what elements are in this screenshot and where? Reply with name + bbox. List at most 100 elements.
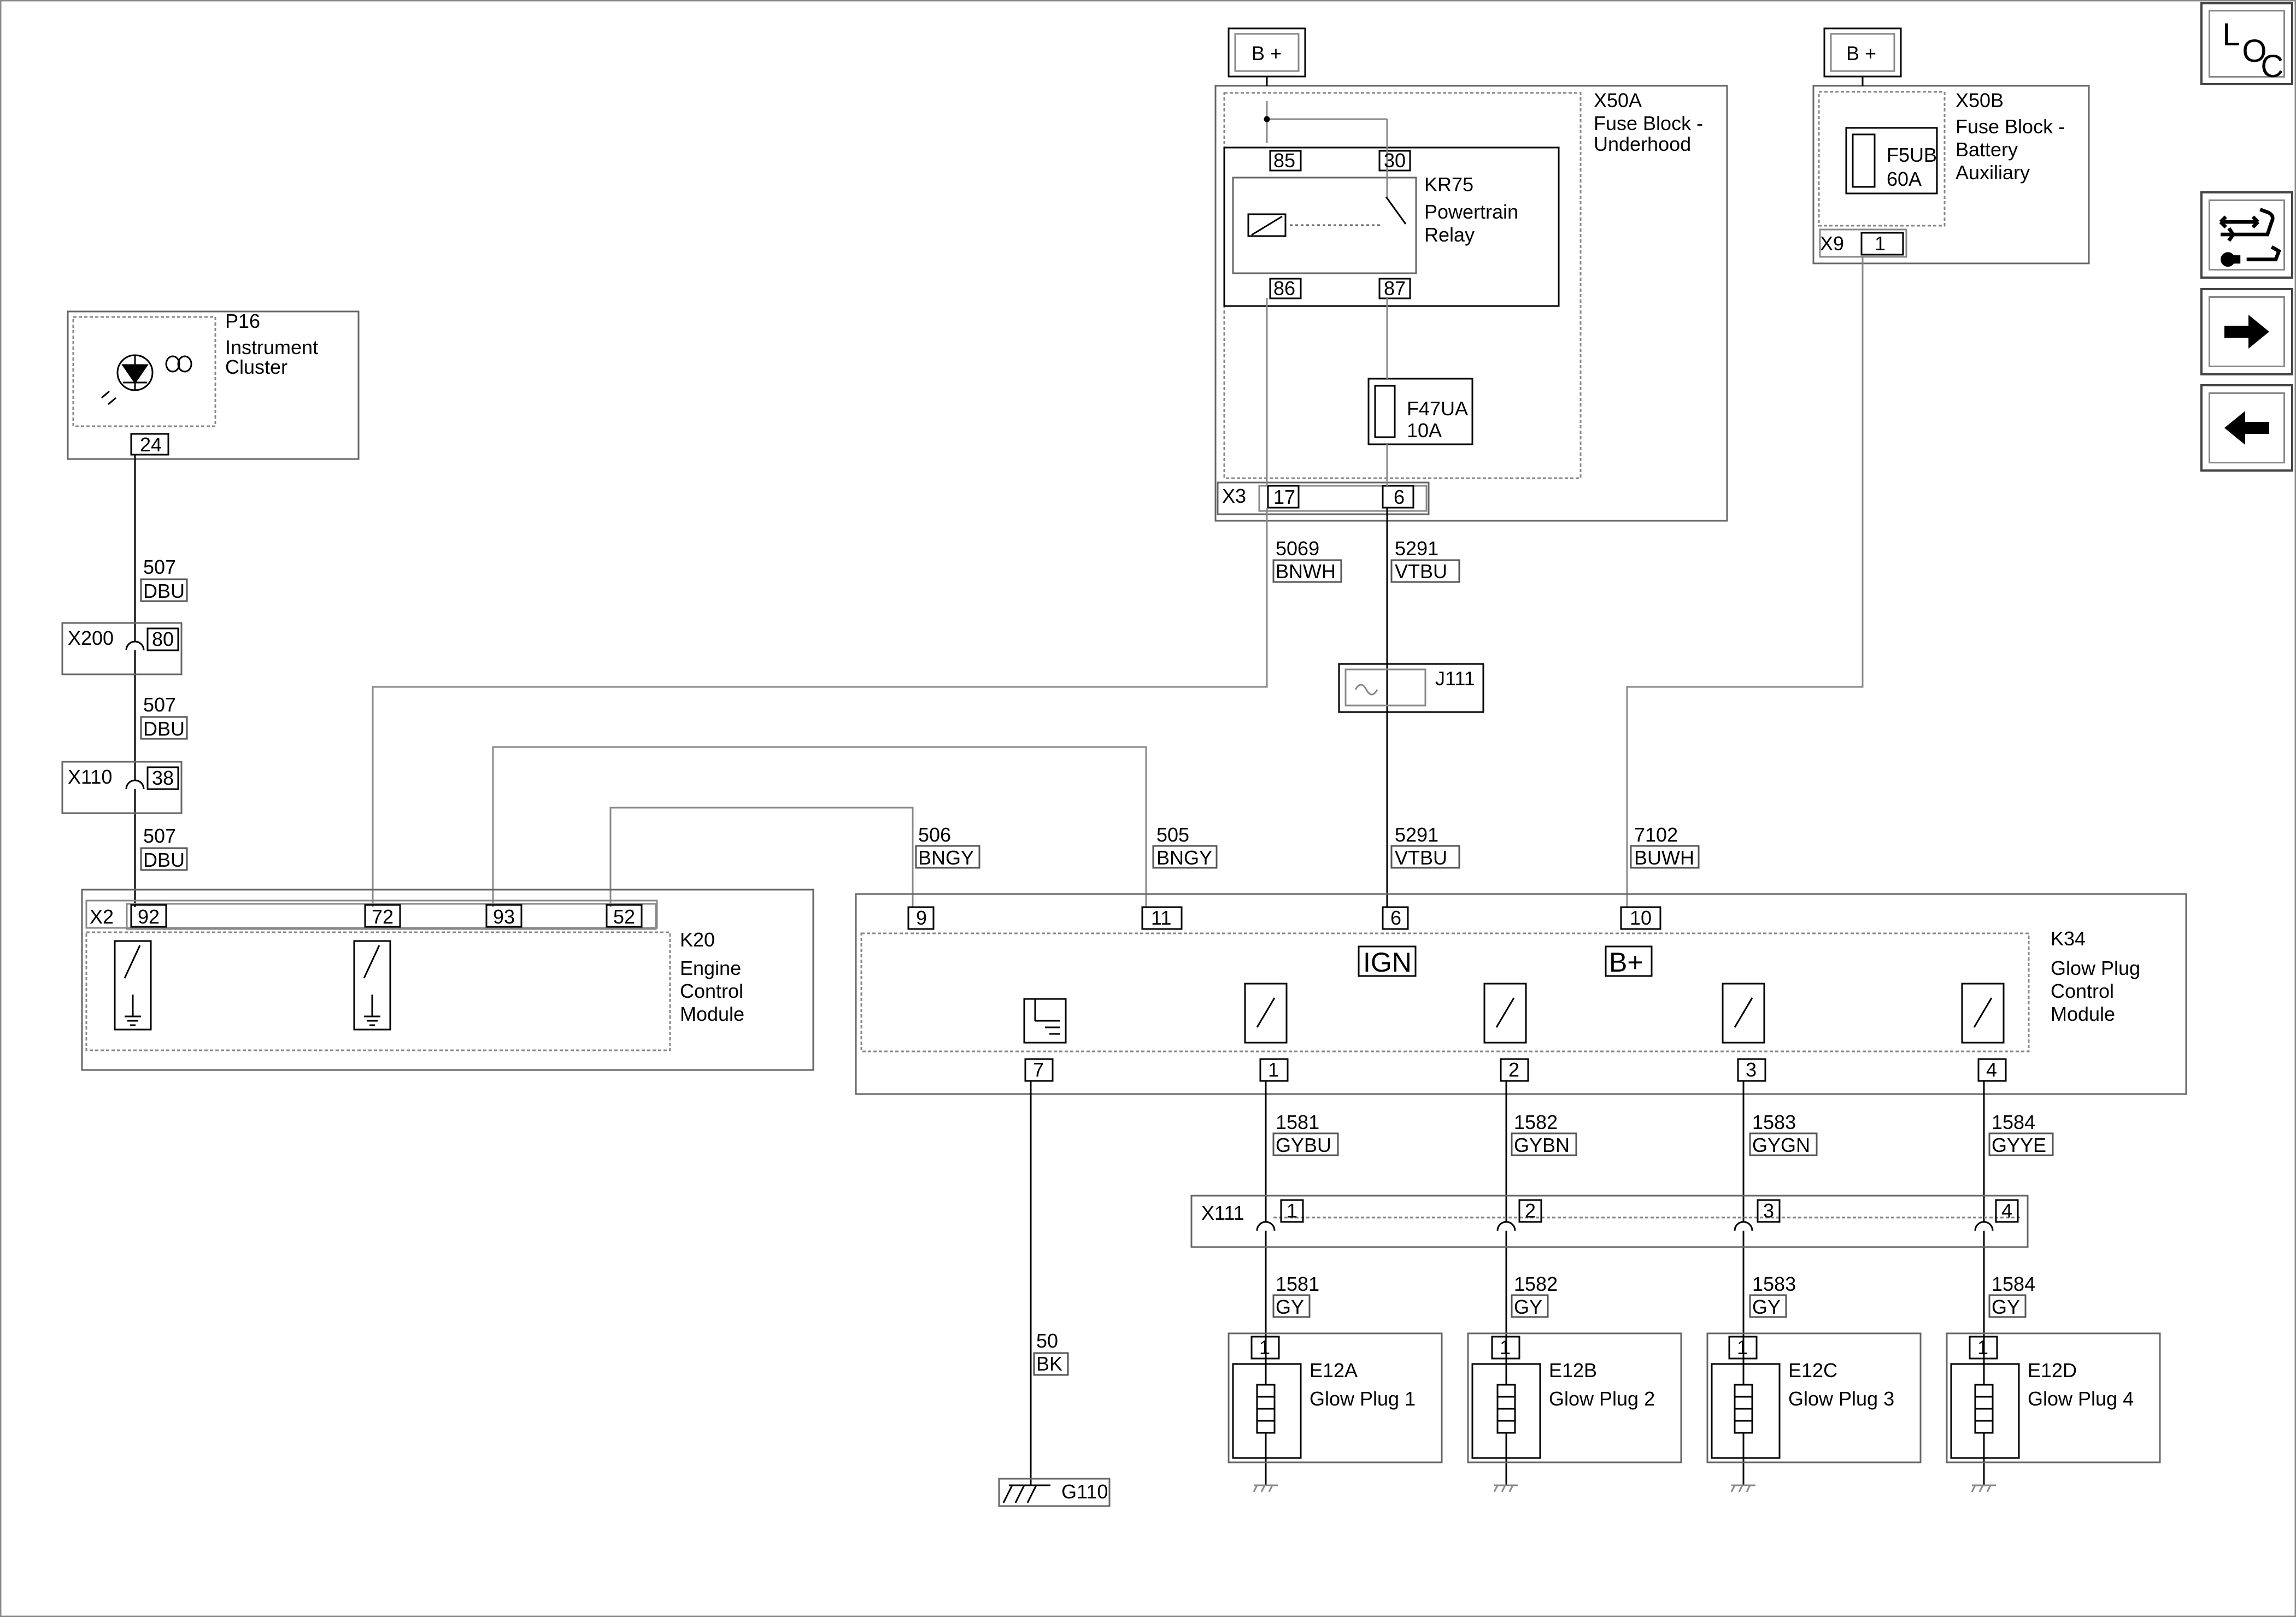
k20-name-2: Control bbox=[680, 980, 743, 1002]
relay-coil bbox=[1247, 213, 1287, 237]
glow-plug-e12a bbox=[1228, 1332, 1443, 1463]
k20-switch-1 bbox=[114, 940, 152, 1031]
k34-name-2: Control bbox=[2051, 980, 2114, 1002]
loc-button[interactable]: L O C bbox=[2200, 2, 2293, 85]
wire-506-color: BNGY bbox=[918, 846, 974, 869]
wire-1582-color: GYBN bbox=[1514, 1134, 1570, 1156]
x111-connector bbox=[1190, 1195, 2029, 1248]
e12c-id: E12C bbox=[1788, 1359, 1837, 1381]
next-arrow-button[interactable] bbox=[2200, 288, 2293, 375]
k34-bplus-label: B+ bbox=[1609, 947, 1643, 978]
x110-connector bbox=[61, 761, 183, 814]
x3-pin-6: 6 bbox=[1394, 486, 1405, 508]
k34-switch-3 bbox=[1722, 983, 1765, 1044]
k34-pin-7: 7 bbox=[1033, 1059, 1044, 1081]
kr75-name-1: Powertrain bbox=[1424, 201, 1518, 223]
k34-ign-label: IGN bbox=[1363, 947, 1412, 978]
wire-1584-gy-color: GY bbox=[1992, 1296, 2020, 1318]
wire-1583-gy-color: GY bbox=[1752, 1296, 1781, 1318]
k34-id: K34 bbox=[2051, 927, 2086, 950]
x50a-name-2: Underhood bbox=[1594, 133, 1691, 155]
loc-label-l: L bbox=[2222, 17, 2240, 53]
k34-name-1: Glow Plug bbox=[2051, 957, 2140, 979]
previous-arrow-icon bbox=[2224, 411, 2269, 445]
k20-pin-92: 92 bbox=[138, 905, 160, 928]
k34-switch-2 bbox=[1483, 983, 1527, 1044]
x2-connector-label: X2 bbox=[90, 905, 114, 928]
f47ua-fuse bbox=[1367, 378, 1473, 445]
k34-pin-11: 11 bbox=[1151, 907, 1171, 929]
k34-pin-4: 4 bbox=[1986, 1059, 1997, 1081]
x111-pin-3: 3 bbox=[1763, 1199, 1774, 1222]
x111-id: X111 bbox=[1201, 1202, 1244, 1224]
k34-bplus-label-box bbox=[1605, 945, 1653, 977]
f5ub-rating: 60A bbox=[1887, 168, 1922, 190]
wire-5069 bbox=[372, 508, 1268, 907]
wire-507-1-circuit: 507 bbox=[143, 556, 176, 578]
f47ua-id: F47UA bbox=[1407, 397, 1468, 420]
k34-switch-4 bbox=[1961, 983, 2005, 1044]
j111-splice bbox=[1338, 663, 1484, 713]
k34-pin-6: 6 bbox=[1390, 907, 1401, 929]
x111-pin-4: 4 bbox=[2001, 1199, 2012, 1222]
k20-id: K20 bbox=[680, 928, 715, 951]
wire-1582-gy-circuit: 1582 bbox=[1514, 1273, 1558, 1295]
kr75-name-2: Relay bbox=[1424, 224, 1475, 246]
previous-arrow-button[interactable] bbox=[2200, 384, 2293, 472]
wire-50-circuit: 50 bbox=[1036, 1330, 1058, 1352]
wire-507-3-color: DBU bbox=[143, 849, 185, 871]
x50b-fuse-block bbox=[1812, 85, 2090, 264]
wire-7102-color: BUWH bbox=[1634, 846, 1694, 869]
bplus-1-label: B + bbox=[1252, 42, 1282, 64]
f5ub-id: F5UB bbox=[1887, 144, 1937, 166]
kr75-pin-85: 85 bbox=[1273, 149, 1295, 172]
k20-name-1: Engine bbox=[680, 957, 741, 979]
wire-506-circuit: 506 bbox=[918, 824, 951, 846]
wire-1582-circuit: 1582 bbox=[1514, 1111, 1558, 1133]
e12d-pin: 1 bbox=[1977, 1336, 1988, 1359]
kr75-relay bbox=[1223, 146, 1560, 307]
wire-1581-circuit: 1581 bbox=[1276, 1111, 1319, 1133]
wire-5069-color: BNWH bbox=[1276, 560, 1336, 583]
x50b-name-3: Auxiliary bbox=[1956, 161, 2030, 184]
wire-1583-circuit: 1583 bbox=[1752, 1111, 1796, 1133]
f47ua-rating: 10A bbox=[1407, 419, 1442, 442]
wire-1584-gy-circuit: 1584 bbox=[1992, 1273, 2035, 1295]
x200-connector bbox=[61, 622, 183, 675]
k20-ecm bbox=[81, 889, 814, 1071]
kr75-pin-87: 87 bbox=[1384, 277, 1406, 299]
wire-5291-1-circuit: 5291 bbox=[1395, 537, 1438, 560]
k20-pin-93: 93 bbox=[493, 905, 515, 928]
g110-ground bbox=[998, 1478, 1111, 1507]
x50b-id: X50B bbox=[1956, 89, 2004, 111]
f5ub-fuse bbox=[1845, 127, 1938, 195]
loc-label-o: O bbox=[2242, 33, 2267, 69]
x50a-name-1: Fuse Block - bbox=[1594, 112, 1703, 134]
k20-pin-72: 72 bbox=[372, 905, 394, 928]
kr75-id: KR75 bbox=[1424, 173, 1473, 196]
x200-pin: 80 bbox=[152, 628, 174, 650]
k34-pin-2: 2 bbox=[1508, 1059, 1519, 1081]
wire-5291-2-circuit: 5291 bbox=[1395, 824, 1438, 846]
wire-505-color: BNGY bbox=[1156, 846, 1212, 869]
p16-instrument-cluster bbox=[67, 310, 360, 460]
x50a-id: X50A bbox=[1594, 89, 1642, 111]
e12d-id: E12D bbox=[2028, 1359, 2077, 1381]
k20-switch-2 bbox=[353, 940, 391, 1031]
j111-id: J111 bbox=[1435, 667, 1475, 690]
x50b-name-1: Fuse Block - bbox=[1956, 115, 2065, 138]
k34-ground-symbol bbox=[1023, 998, 1067, 1044]
x3-pin-17: 17 bbox=[1273, 486, 1295, 508]
relay-switch bbox=[1385, 196, 1407, 225]
diagnostic-flow-button[interactable] bbox=[2200, 191, 2293, 279]
p16-name-1: Instrument bbox=[225, 336, 318, 358]
wire-507-2-color: DBU bbox=[143, 718, 185, 740]
e12b-id: E12B bbox=[1549, 1359, 1597, 1381]
k34-ign-label-box bbox=[1358, 945, 1417, 977]
k34-pin-3: 3 bbox=[1746, 1059, 1757, 1081]
g110-id: G110 bbox=[1061, 1480, 1108, 1503]
wire-5291-2-color: VTBU bbox=[1395, 846, 1447, 869]
e12c-pin: 1 bbox=[1737, 1336, 1748, 1359]
e12c-name: Glow Plug 3 bbox=[1788, 1387, 1894, 1410]
x50a-fuse-block bbox=[1214, 85, 1728, 522]
